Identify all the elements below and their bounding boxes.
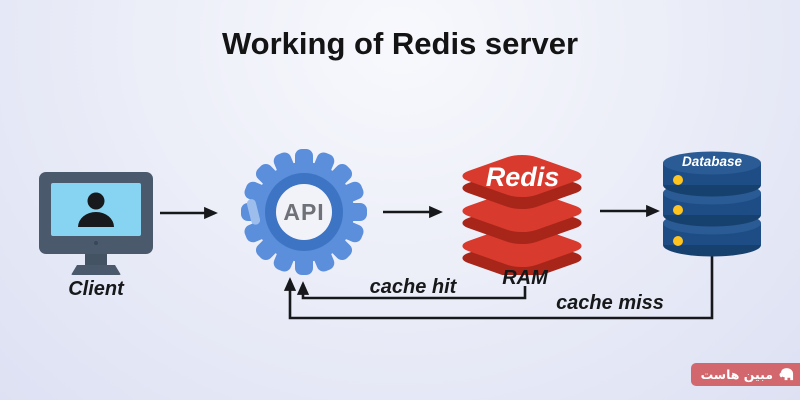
- monitor-stand-neck: [85, 254, 107, 266]
- client-node: Client: [39, 172, 153, 304]
- gear-icon: [241, 149, 367, 275]
- monitor-screen: [51, 183, 141, 236]
- arrow-cache-miss: [283, 255, 714, 320]
- watermark-text: مبین هاست: [700, 367, 773, 382]
- diagram-title: Working of Redis server: [221, 26, 579, 61]
- watermark-badge: مبین هاست: [690, 363, 800, 386]
- person-icon: [78, 192, 114, 227]
- redis-node: Redis RAM: [445, 145, 600, 305]
- monitor-stand-base: [71, 265, 121, 275]
- redis-label: Redis: [485, 162, 560, 192]
- database-node: Database: [660, 148, 764, 260]
- cache-miss-label: cache miss: [556, 292, 664, 314]
- redis-stack-icon: [462, 154, 582, 275]
- arrow-cache-hit: [296, 281, 527, 300]
- client-label: Client: [68, 278, 124, 300]
- cache-hit-label: cache hit: [369, 276, 457, 298]
- ram-label: RAM: [502, 267, 548, 289]
- elephant-icon: [779, 368, 794, 381]
- database-cylinder-icon: [663, 151, 761, 257]
- api-node: API: [240, 148, 368, 276]
- database-label: Database: [681, 154, 743, 169]
- monitor-bezel-dot: [94, 241, 98, 245]
- api-label: API: [283, 198, 325, 225]
